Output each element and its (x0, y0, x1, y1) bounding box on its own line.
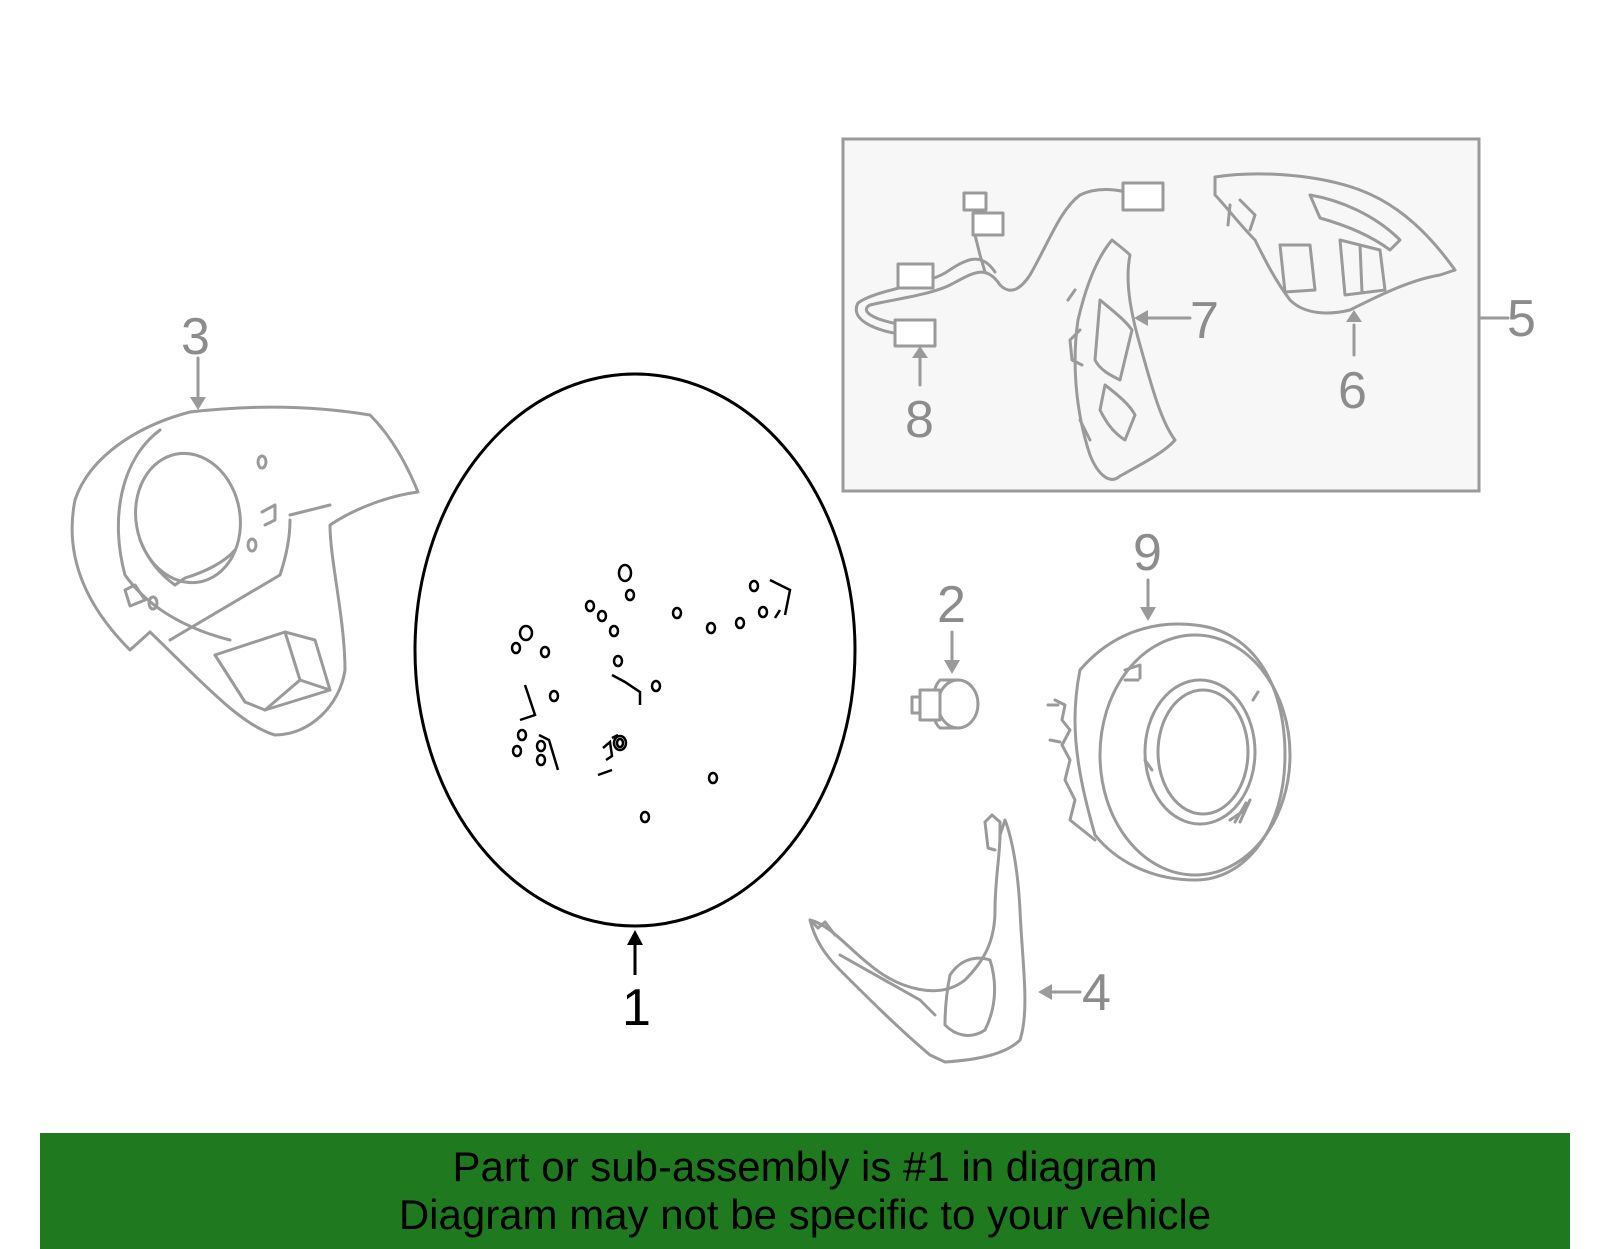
part-4-lower-cover (808, 813, 1027, 1064)
part-5-switch-assembly-box (841, 137, 1481, 493)
callout-8: 8 (905, 391, 934, 449)
banner-line-1: Part or sub-assembly is #1 in diagram (452, 1143, 1158, 1190)
callout-9: 9 (1133, 524, 1162, 582)
callout-6: 6 (1338, 362, 1367, 420)
part-3-rear-cover (70, 405, 420, 737)
callout-2: 2 (937, 576, 966, 634)
callout-3: 3 (181, 308, 210, 366)
part-9-airbag (1046, 622, 1292, 882)
banner-line-2: Diagram may not be specific to your vehi… (398, 1191, 1212, 1238)
info-banner: Part or sub-assembly is #1 in diagram Di… (40, 1133, 1570, 1249)
callout-1: 1 (622, 979, 651, 1037)
part-2-clip (910, 678, 980, 730)
callout-7: 7 (1190, 292, 1219, 350)
part-1-steering-wheel (413, 372, 857, 928)
callout-4: 4 (1082, 964, 1111, 1022)
callout-5: 5 (1507, 290, 1536, 348)
